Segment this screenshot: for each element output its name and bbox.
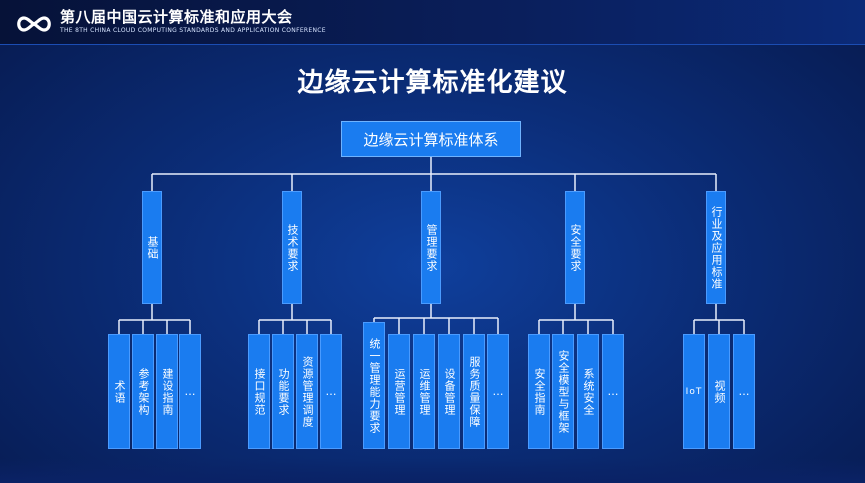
slide-title: 边缘云计算标准化建议 — [297, 68, 568, 98]
category-security-requirements: 安全要求 — [565, 191, 585, 304]
leaf-reference-architecture: 参考架构 — [132, 334, 154, 449]
leaf-iot: IoT — [683, 334, 705, 449]
leaf-device-management: 设备管理 — [438, 334, 460, 449]
category-technical-requirements: 技术要求 — [282, 191, 302, 304]
leaf-security-model-framework: 安全模型与框架 — [552, 334, 574, 449]
conference-title: 第八届中国云计算标准和应用大会 — [60, 8, 293, 26]
leaf-security-guide: 安全指南 — [528, 334, 550, 449]
leaf-functional-requirements: 功能要求 — [272, 334, 294, 449]
leaf-video: 视频 — [708, 334, 730, 449]
leaf-construction-guide: 建设指南 — [156, 334, 178, 449]
category-industry-application-standards: 行业及应用标准 — [706, 191, 726, 304]
leaf-unified-management: 统一管理能力要求 — [363, 322, 385, 449]
root-node: 边缘云计算标准体系 — [341, 121, 521, 157]
bottom-decoration — [0, 458, 865, 483]
leaf-more: … — [179, 334, 201, 449]
leaf-more: … — [487, 334, 509, 449]
leaf-more: … — [733, 334, 755, 449]
leaf-operations-management: 运营管理 — [388, 334, 410, 449]
conference-subtitle: THE 8TH CHINA CLOUD COMPUTING STANDARDS … — [60, 27, 326, 34]
cloud-logo-icon — [17, 16, 51, 32]
leaf-service-quality: 服务质量保障 — [463, 334, 485, 449]
leaf-system-security: 系统安全 — [577, 334, 599, 449]
category-management-requirements: 管理要求 — [421, 191, 441, 304]
category-basic: 基础 — [142, 191, 162, 304]
leaf-maintenance-management: 运维管理 — [413, 334, 435, 449]
leaf-terminology: 术语 — [108, 334, 130, 449]
leaf-more: … — [320, 334, 342, 449]
leaf-resource-scheduling: 资源管理调度 — [296, 334, 318, 449]
leaf-iot-label: IoT — [685, 386, 703, 397]
leaf-interface-spec: 接口规范 — [248, 334, 270, 449]
leaf-more: … — [602, 334, 624, 449]
header-bar: 第八届中国云计算标准和应用大会 THE 8TH CHINA CLOUD COMP… — [0, 0, 865, 45]
